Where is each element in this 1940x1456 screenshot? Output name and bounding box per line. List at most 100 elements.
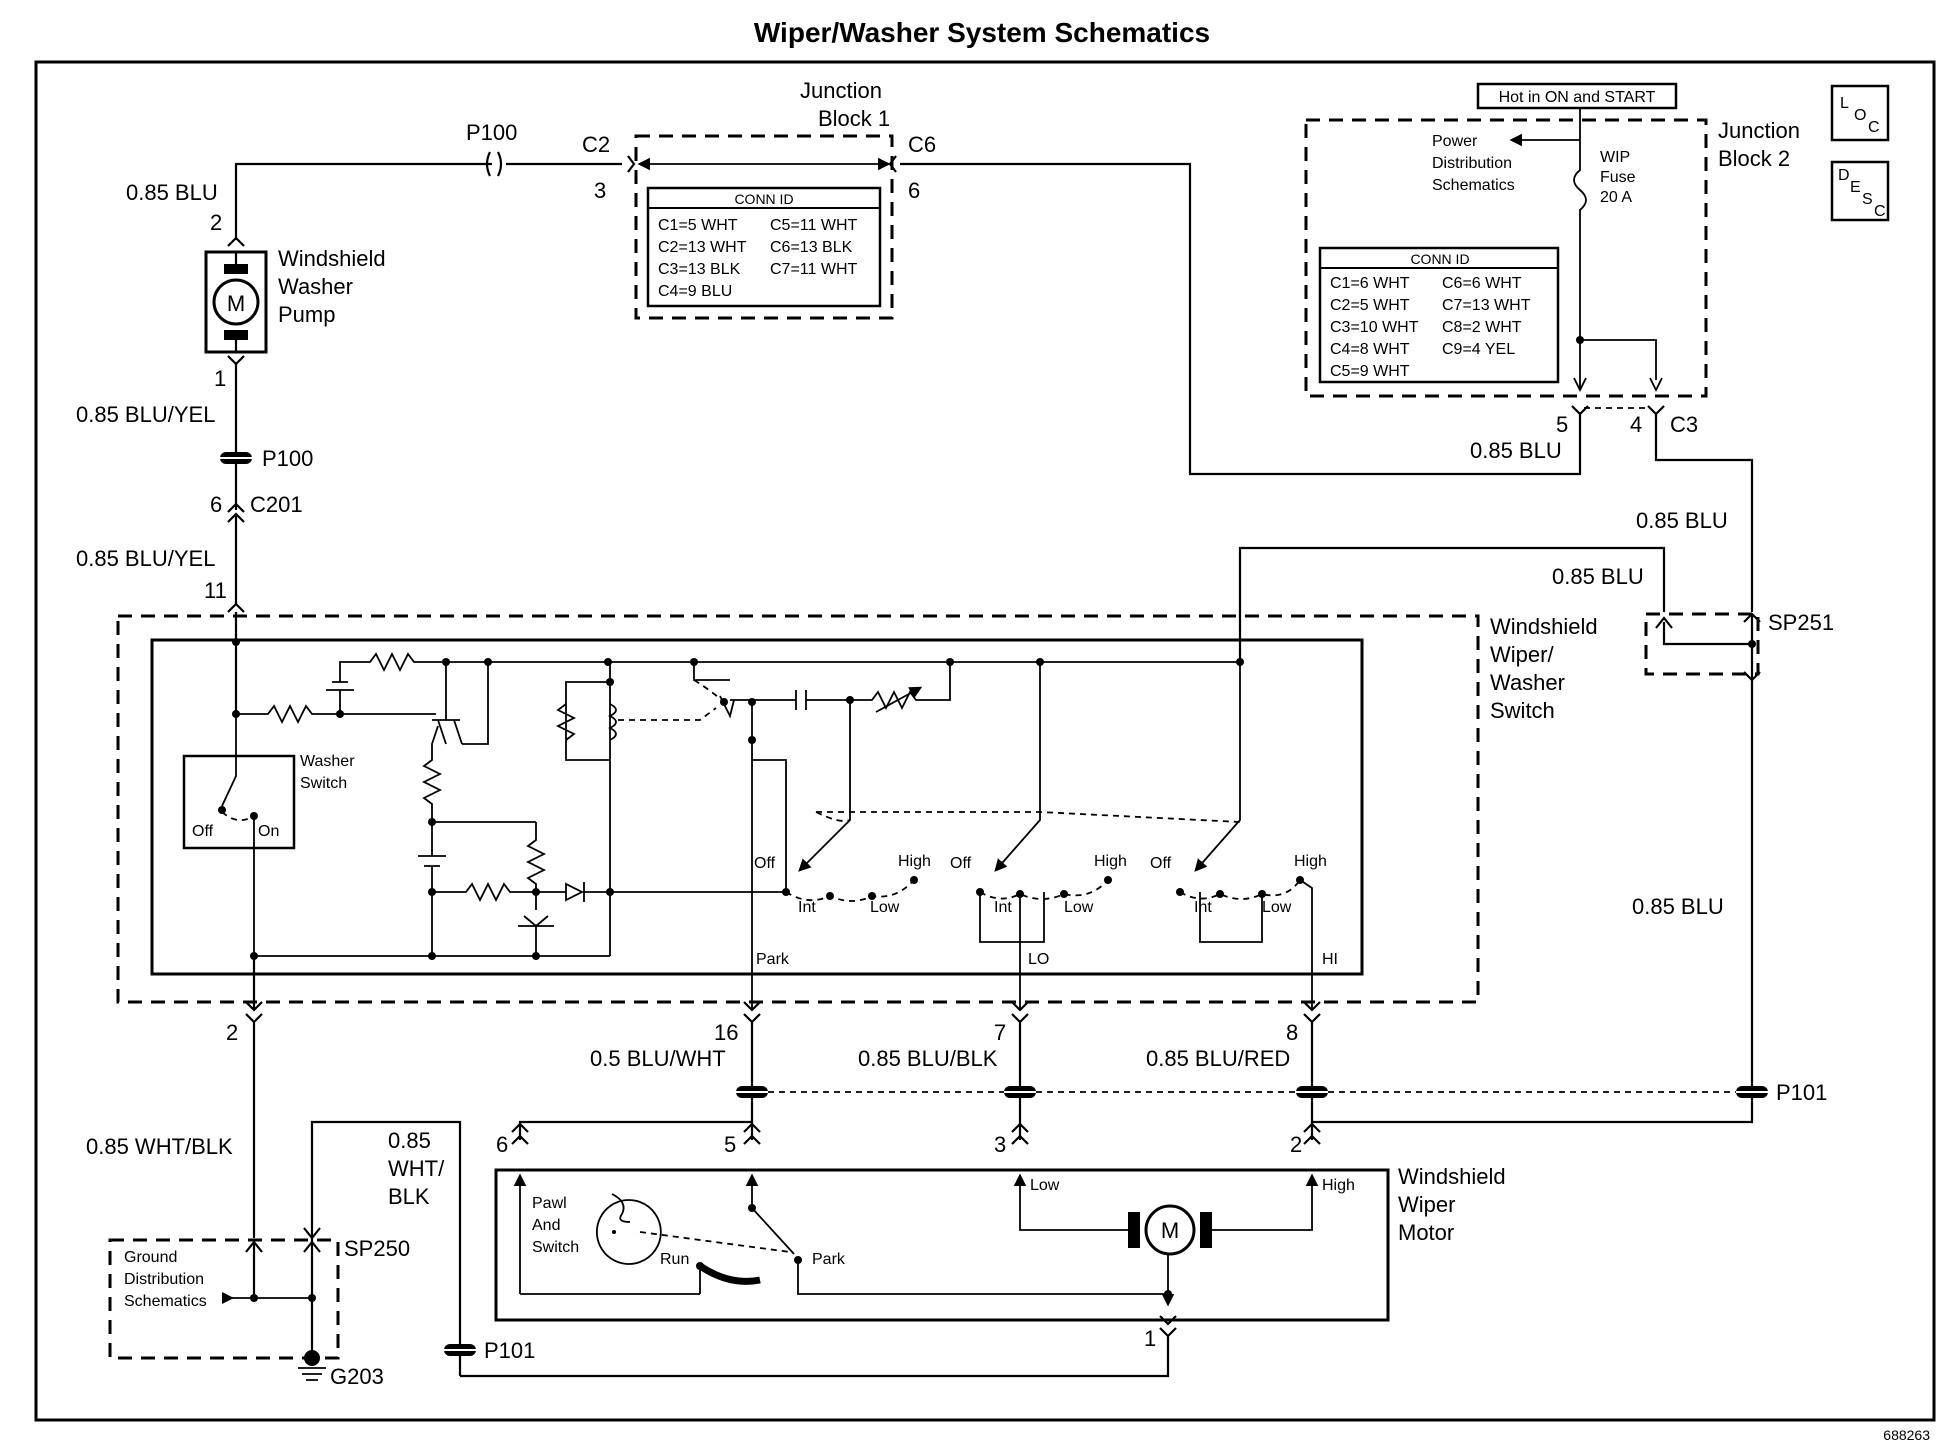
sp251-label: SP251 bbox=[1768, 610, 1834, 635]
switch-pin-11: 11 bbox=[204, 578, 227, 603]
hot-in-on-start-box bbox=[1476, 82, 1678, 110]
pawl-label-3: Switch bbox=[532, 1239, 579, 1256]
switch2-off: Off bbox=[950, 855, 972, 872]
switch-pin-7: 7 bbox=[994, 1020, 1006, 1045]
washer-pump-motor-icon bbox=[212, 278, 260, 326]
junction-block-2: Hot in ON and START Junction Block 2 Pow… bbox=[1304, 82, 1800, 398]
jb1-conn-c3: C3=13 BLK bbox=[658, 261, 741, 278]
jb2-conn-c7: C7=13 WHT bbox=[1442, 297, 1531, 314]
switch2-int: Int bbox=[994, 899, 1012, 916]
jb2-wire-4: 0.85 BLU bbox=[1636, 508, 1728, 533]
switch-inner-box bbox=[150, 638, 1364, 976]
sp251-boundary bbox=[1644, 612, 1760, 676]
switch3-int: Int bbox=[1194, 899, 1212, 916]
jb1-conn-c1: C1=5 WHT bbox=[658, 217, 738, 234]
loc-letter-o: O bbox=[1854, 107, 1866, 124]
pawl-label-1: Pawl bbox=[532, 1195, 567, 1212]
wiper-motor-high-label: High bbox=[1322, 1177, 1355, 1194]
jb2-dashed-boundary bbox=[1304, 118, 1708, 398]
jb2-pin-4: 4 bbox=[1630, 412, 1642, 437]
switch-label-2: Wiper/ bbox=[1490, 642, 1554, 667]
jb1-dashed-boundary bbox=[634, 134, 894, 320]
jb1-conn-c2: C2=13 WHT bbox=[658, 239, 747, 256]
switch3-off: Off bbox=[1150, 855, 1172, 872]
switch2-low: Low bbox=[1064, 899, 1094, 916]
switch1-off: Off bbox=[754, 855, 776, 872]
jb2-conn-c9: C9=4 YEL bbox=[1442, 341, 1515, 358]
switch-label-4: Switch bbox=[1490, 698, 1555, 723]
wip-fuse-icon bbox=[1573, 150, 1657, 380]
pump-pin-bottom: 1 bbox=[214, 366, 226, 391]
wiper-motor-label-1: Windshield bbox=[1398, 1164, 1506, 1189]
motor-pin-1: 1 bbox=[1144, 1326, 1156, 1351]
loc-button[interactable]: L O C bbox=[1830, 84, 1890, 142]
pump-wire-bottom: 0.85 BLU/YEL bbox=[76, 402, 215, 427]
pawl-label-2: And bbox=[532, 1217, 560, 1234]
wiper-motor-box bbox=[494, 1168, 1390, 1322]
switch-wire-7: 0.85 BLU/BLK bbox=[858, 1046, 998, 1071]
ground-wire-1: 0.85 bbox=[388, 1128, 431, 1153]
diagram-frame bbox=[34, 60, 1936, 1422]
jb1-label-1: Junction bbox=[800, 78, 882, 103]
motor-pin-6: 6 bbox=[496, 1132, 508, 1157]
pawl-run-label: Run bbox=[660, 1251, 689, 1268]
switch-wire-16: 0.5 BLU/WHT bbox=[590, 1046, 726, 1071]
c3-label: C3 bbox=[1670, 412, 1698, 437]
p101-connector-row bbox=[732, 1086, 1772, 1098]
p101-right-label: P101 bbox=[1776, 1080, 1827, 1105]
jb2-conn-c8: C8=2 WHT bbox=[1442, 319, 1522, 336]
c201-pin: 6 bbox=[210, 492, 222, 517]
switch-pin-16: 16 bbox=[714, 1020, 738, 1045]
desc-letter-e: E bbox=[1850, 179, 1861, 196]
c6-pin: 6 bbox=[908, 178, 920, 203]
sp251-splice bbox=[1644, 612, 1761, 682]
jb2-conn-id-title: CONN ID bbox=[1410, 251, 1469, 267]
switch-out-lo: LO bbox=[1028, 951, 1049, 968]
jb2-pin-5: 5 bbox=[1556, 412, 1568, 437]
washer-pump-label-3: Pump bbox=[278, 302, 335, 327]
jb2-conn-id-table bbox=[1318, 246, 1560, 384]
gds-label-2: Distribution bbox=[124, 1271, 204, 1288]
switch-out-park: Park bbox=[756, 951, 790, 968]
motor-pin-5: 5 bbox=[724, 1132, 736, 1157]
wiper-motor-label-2: Wiper bbox=[1398, 1192, 1455, 1217]
wiper-motor-letter: M bbox=[1161, 1218, 1179, 1243]
wiper-motor: Windshield Wiper Motor Pawl And Switch R… bbox=[494, 1164, 1506, 1322]
wiper-washer-switch: Windshield Wiper/ Washer Switch Wash bbox=[116, 612, 1598, 1010]
pawl-cam-icon bbox=[596, 1199, 662, 1265]
switch3-low: Low bbox=[1262, 899, 1292, 916]
gds-label-3: Schematics bbox=[124, 1293, 207, 1310]
desc-letter-d: D bbox=[1838, 167, 1850, 184]
loc-letter-l: L bbox=[1840, 95, 1849, 112]
p100-label-mid: P100 bbox=[262, 446, 313, 471]
switch-label-3: Washer bbox=[1490, 670, 1565, 695]
desc-button[interactable]: D E S C bbox=[1830, 160, 1890, 222]
switch1-low: Low bbox=[870, 899, 900, 916]
wip-fuse-label-3: 20 A bbox=[1600, 189, 1632, 206]
ground-wire-3: BLK bbox=[388, 1184, 430, 1209]
switch-wire-2: 0.85 WHT/BLK bbox=[86, 1134, 233, 1159]
jb2-pds-label-1: Power bbox=[1432, 133, 1478, 150]
wip-fuse-label-2: Fuse bbox=[1600, 169, 1636, 186]
motor-pin-3: 3 bbox=[994, 1132, 1006, 1157]
washer-pump-motor-letter: M bbox=[227, 291, 245, 316]
figure-id: 688263 bbox=[1883, 1427, 1930, 1443]
washer-pump-label-1: Windshield bbox=[278, 246, 386, 271]
sp250-boundary bbox=[108, 1238, 340, 1360]
switch3-high: High bbox=[1294, 853, 1327, 870]
p101-connector-bottom bbox=[440, 1344, 480, 1356]
loc-letter-c: C bbox=[1868, 119, 1880, 136]
sp251-wire-in: 0.85 BLU bbox=[1552, 564, 1644, 589]
switch1-int: Int bbox=[798, 899, 816, 916]
washer-switch-box bbox=[182, 754, 296, 850]
switch-dashed-boundary bbox=[116, 614, 1480, 1004]
switch-label-1: Windshield bbox=[1490, 614, 1598, 639]
switch-pin-8: 8 bbox=[1286, 1020, 1298, 1045]
page-title: Wiper/Washer System Schematics bbox=[754, 17, 1210, 48]
p101-bottom-label: P101 bbox=[484, 1338, 535, 1363]
washer-switch-label-2: Switch bbox=[300, 775, 347, 792]
desc-letter-c: C bbox=[1874, 203, 1886, 220]
junction-block-1: Junction Block 1 CONN ID C1=5 WHT C5=11 … bbox=[634, 78, 894, 320]
jb2-conn-c1: C1=6 WHT bbox=[1330, 275, 1410, 292]
jb2-conn-c5: C5=9 WHT bbox=[1330, 363, 1410, 380]
